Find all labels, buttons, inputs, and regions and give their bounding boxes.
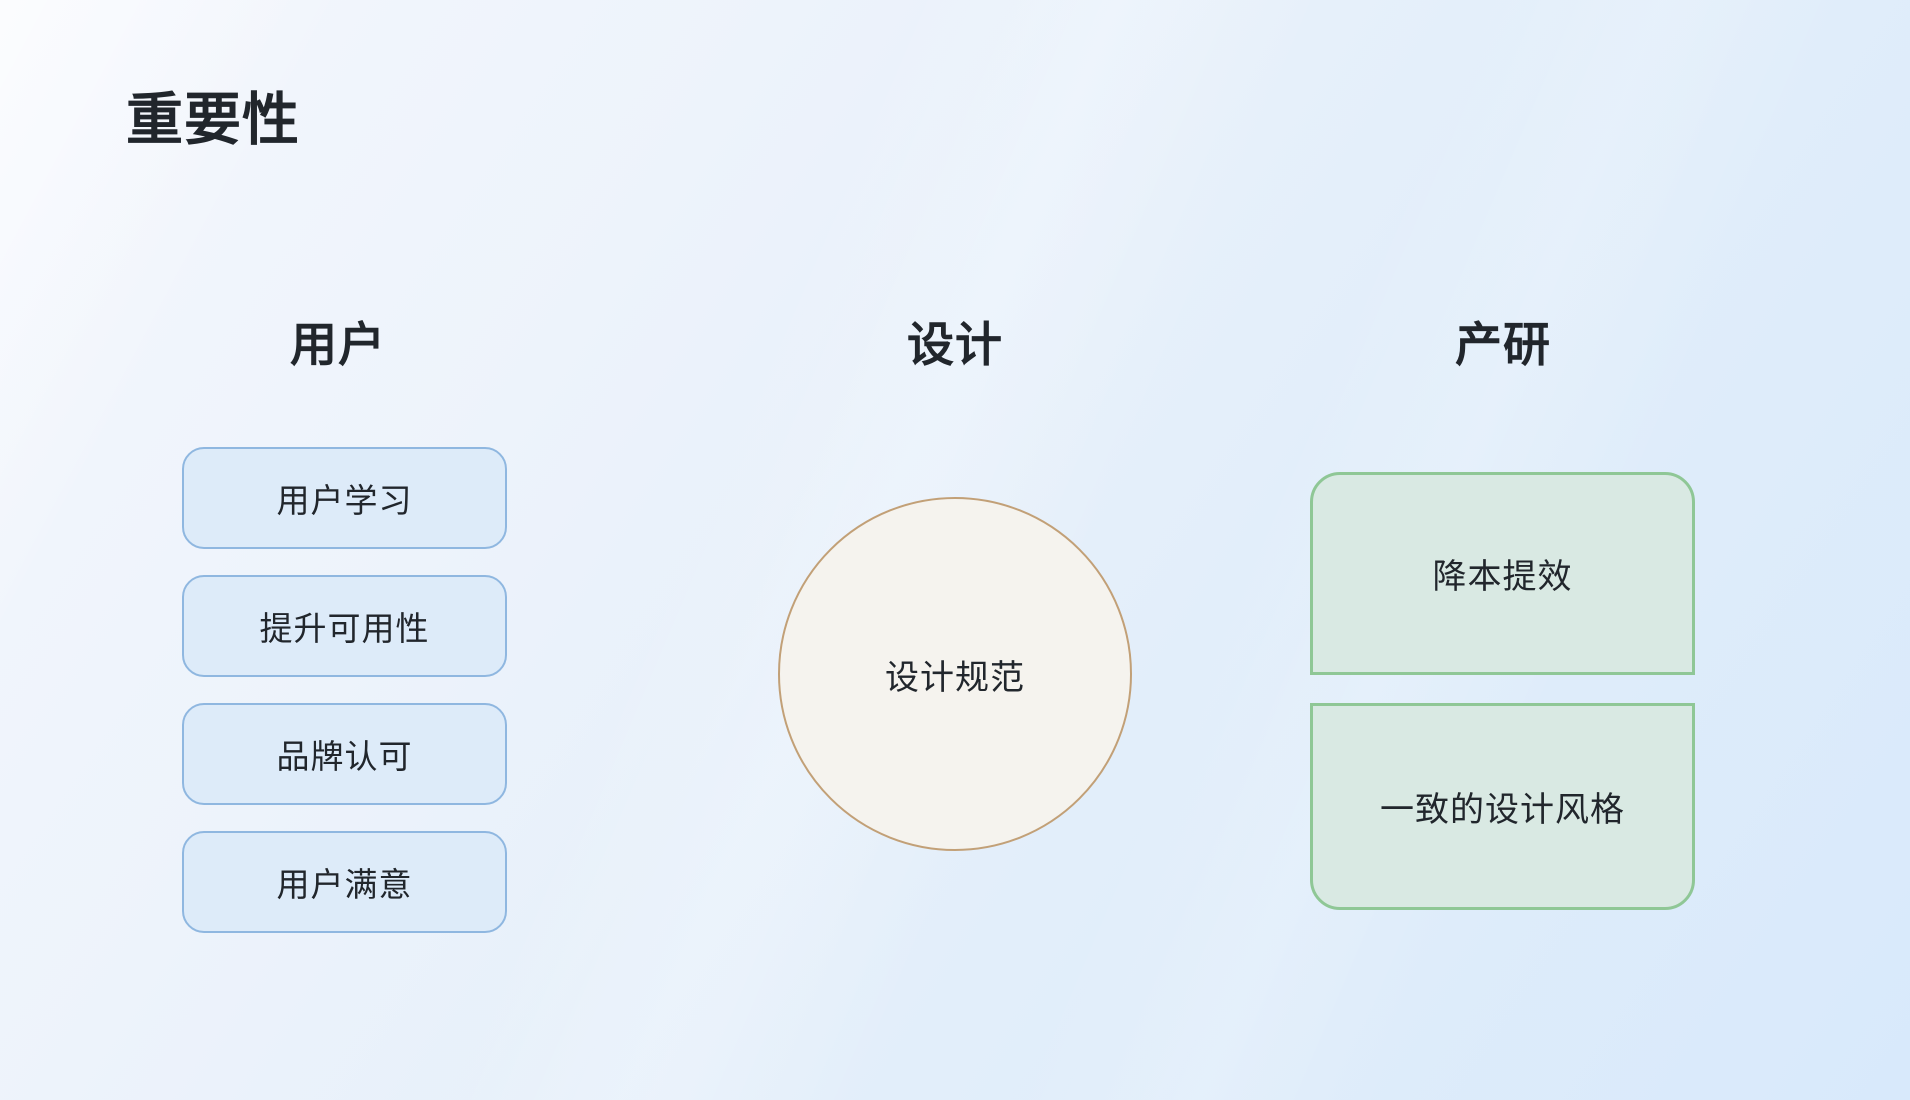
- page-title: 重要性: [126, 88, 300, 152]
- user-benefit-card-satisfaction: 用户满意: [182, 831, 507, 933]
- user-benefit-card-usability: 提升可用性: [182, 575, 507, 677]
- column-header-product-rnd: 产研: [1455, 318, 1551, 371]
- design-spec-circle-label: 设计规范: [885, 658, 1025, 697]
- user-benefit-card-learning: 用户学习: [182, 447, 507, 549]
- rnd-benefit-card-cost-efficiency: 降本提效: [1310, 472, 1695, 675]
- rnd-benefit-card-consistent-style: 一致的设计风格: [1310, 703, 1695, 910]
- users-benefit-list: 用户学习 提升可用性 品牌认可 用户满意: [182, 447, 507, 933]
- design-spec-circle: 设计规范: [778, 497, 1132, 851]
- column-header-users: 用户: [290, 318, 386, 371]
- user-benefit-card-brand: 品牌认可: [182, 703, 507, 805]
- column-header-design: 设计: [907, 318, 1003, 371]
